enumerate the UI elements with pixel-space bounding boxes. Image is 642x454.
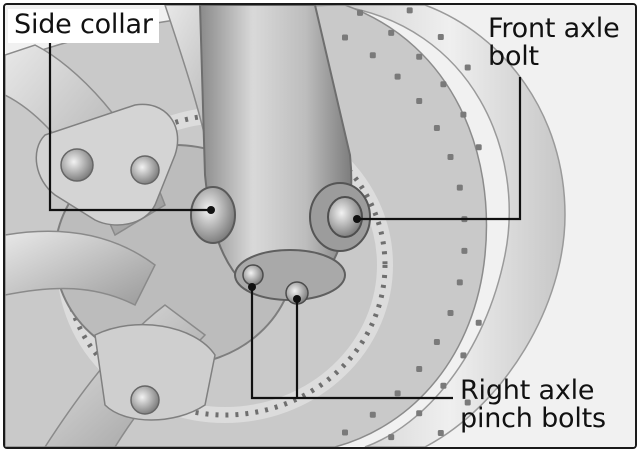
disc-hole <box>464 399 471 406</box>
side-collar-label: Side collar <box>8 9 159 43</box>
disc-hole <box>416 410 423 417</box>
right-axle-pinch-bolts-label: Right axle pinch bolts <box>457 377 609 433</box>
pinch-bolts-text-line1: Right axle <box>460 375 595 406</box>
disc-hole <box>388 29 395 36</box>
disc-hole <box>456 279 463 286</box>
leader-pinch-bolt-1 <box>250 287 453 400</box>
side-collar <box>190 186 236 244</box>
disc-hole <box>369 52 376 59</box>
disc-hole <box>456 184 463 191</box>
disc-hole <box>357 9 363 16</box>
caliper-bracket <box>35 103 179 226</box>
disc-hole <box>416 53 423 60</box>
disc-hole <box>475 319 482 326</box>
disc-hole <box>394 73 401 80</box>
front-axle-bolt-head <box>327 196 363 238</box>
leader-lines <box>48 39 522 400</box>
front-axle-bolt-text-line2: bolt <box>488 41 539 72</box>
disc-hole <box>388 434 395 441</box>
leader-side-collar <box>48 39 211 212</box>
caliper-bolt <box>60 148 94 182</box>
illustration-frame: Side collar Front axle bolt Right axle p… <box>3 3 637 449</box>
disc-hole <box>447 310 454 316</box>
disc-hole <box>342 429 348 436</box>
disc-hole <box>433 339 440 345</box>
disc-hole <box>447 154 454 160</box>
disc-hole <box>440 382 447 389</box>
disc-hole <box>369 411 376 418</box>
disc-hole <box>342 34 348 41</box>
disc-hole <box>464 64 471 71</box>
disc-hole <box>461 247 468 254</box>
disc-hole <box>406 7 413 14</box>
front-wheel-illustration <box>5 5 635 447</box>
front-axle-bolt-label: Front axle bolt <box>485 15 623 71</box>
disc-hole <box>437 34 444 40</box>
leader-dots <box>207 206 361 303</box>
disc-hole <box>394 390 401 397</box>
pinch-bolt <box>242 264 264 286</box>
disc-hole <box>475 144 482 151</box>
disc-hole <box>433 125 440 131</box>
disc-hole <box>437 430 444 436</box>
wheel-spoke <box>5 230 156 307</box>
pinch-bolts-text-line2: pinch bolts <box>460 403 606 434</box>
side-collar-text: Side collar <box>14 9 153 40</box>
front-axle-bolt-text-line1: Front axle <box>488 13 620 44</box>
caliper-bolt <box>130 155 160 185</box>
disc-hole <box>416 98 423 104</box>
disc-hole <box>460 352 467 359</box>
disc-hole <box>440 81 447 88</box>
caliper-bolt <box>130 385 160 415</box>
lower-caliper <box>94 323 216 421</box>
leader-front-axle-bolt <box>357 77 522 221</box>
disc-hole <box>460 111 467 118</box>
disc-hole <box>416 366 423 372</box>
tire <box>334 5 566 447</box>
